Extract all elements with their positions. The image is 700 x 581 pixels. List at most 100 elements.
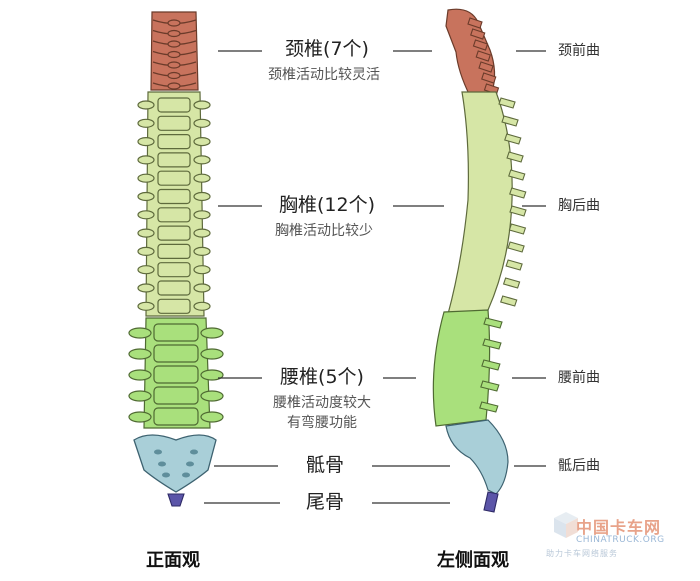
front-sacral-foramen xyxy=(186,461,194,467)
front-sacrum xyxy=(133,434,217,493)
front-thoracic-transverse-left xyxy=(137,283,155,293)
front-thoracic-transverse-right xyxy=(193,210,211,220)
front-lumbar-vertebra xyxy=(153,323,199,342)
front-thoracic-vertebra xyxy=(157,97,191,113)
front-thoracic-transverse-left xyxy=(137,191,155,202)
watermark-slogan: 助力卡车网络服务 xyxy=(546,549,618,558)
front-thoracic-transverse-left xyxy=(137,265,155,275)
front-thoracic-transverse-right xyxy=(193,155,211,165)
front-thoracic-transverse-left xyxy=(137,210,155,220)
front-lumbar-transverse-left xyxy=(128,369,152,381)
front-thoracic-transverse-right xyxy=(193,100,211,110)
cervical-curve-label: 颈前曲 xyxy=(558,43,600,59)
front-thoracic-vertebra xyxy=(157,298,191,314)
front-thoracic-transverse-left xyxy=(137,118,155,128)
watermark-cube-icon xyxy=(554,512,578,538)
front-thoracic-transverse-left xyxy=(137,173,155,183)
side-thoracic-spinous-process xyxy=(500,295,518,307)
front-cervical-process xyxy=(167,40,181,48)
side-thoracic-spinous-process xyxy=(508,223,527,235)
front-view-caption: 正面观 xyxy=(146,550,200,571)
side-view-caption: 左侧面观 xyxy=(437,550,509,571)
front-thoracic-vertebra xyxy=(157,152,191,168)
front-lumbar-vertebra xyxy=(153,344,199,363)
front-sacral-foramen xyxy=(182,472,190,478)
sacrum-title: 骶骨 xyxy=(305,454,345,476)
side-thoracic-spinous-process xyxy=(504,133,522,145)
lumbar-curve-label: 腰前曲 xyxy=(558,370,600,386)
cervical-title: 颈椎(7个) xyxy=(285,38,369,60)
front-lumbar-vertebra xyxy=(153,365,199,384)
front-lumbar-transverse-left xyxy=(128,327,152,339)
front-sacral-foramen xyxy=(158,461,166,467)
side-thoracic-spinous-process xyxy=(502,277,521,289)
front-thoracic-transverse-right xyxy=(193,137,211,147)
side-cervical-spinous-process xyxy=(467,17,483,29)
front-lumbar-vertebra xyxy=(153,386,199,405)
lumbar-title: 腰椎(5个) xyxy=(280,366,364,388)
side-cervical-spinous-process xyxy=(472,39,489,51)
front-thoracic-vertebra xyxy=(157,134,191,150)
coccyx-title: 尾骨 xyxy=(305,491,345,513)
front-thoracic-vertebra xyxy=(157,170,191,186)
side-thoracic-spinous-process xyxy=(501,115,519,127)
front-cervical-process xyxy=(167,50,181,59)
front-thoracic-transverse-left xyxy=(137,100,155,110)
side-thoracic-spinous-process xyxy=(507,241,525,253)
front-thoracic-vertebra xyxy=(157,207,191,223)
front-thoracic-transverse-left xyxy=(137,246,155,256)
side-thoracic xyxy=(447,91,513,315)
front-lumbar-transverse-right xyxy=(200,327,224,339)
front-cervical-process xyxy=(167,19,181,27)
front-lumbar-vertebra xyxy=(153,407,199,426)
front-thoracic-vertebra xyxy=(157,243,191,259)
front-thoracic-transverse-right xyxy=(193,173,211,183)
front-thoracic-transverse-left xyxy=(137,228,155,238)
sacral-curve-label: 骶后曲 xyxy=(558,458,600,474)
front-thoracic-transverse-right xyxy=(193,228,211,238)
side-cervical-spinous-process xyxy=(478,61,494,73)
side-spine xyxy=(432,8,527,513)
front-cervical-process xyxy=(167,82,181,90)
front-lumbar-transverse-right xyxy=(200,348,224,360)
side-thoracic-spinous-process xyxy=(508,169,526,181)
front-thoracic-transverse-right xyxy=(193,301,211,311)
front-thoracic-vertebra xyxy=(157,280,191,296)
front-lumbar-transverse-right xyxy=(200,411,224,423)
side-thoracic-spinous-process xyxy=(506,151,524,163)
side-lumbar-spinous-process xyxy=(480,380,500,392)
side-thoracic-spinous-process xyxy=(509,205,527,217)
front-thoracic-vertebra xyxy=(157,225,191,241)
front-thoracic-transverse-right xyxy=(193,118,211,128)
lumbar-description-line2: 有弯腰功能 xyxy=(287,415,357,431)
front-thoracic-vertebra xyxy=(157,115,191,131)
side-thoracic-spinous-process xyxy=(505,259,523,271)
front-sacral-foramen xyxy=(162,472,170,478)
side-thoracic-spinous-process xyxy=(509,187,527,199)
side-coccyx xyxy=(483,491,499,513)
side-cervical-spinous-process xyxy=(470,28,486,40)
side-lumbar-spinous-process xyxy=(481,359,501,371)
front-thoracic-transverse-left xyxy=(137,155,155,165)
front-thoracic-transverse-left xyxy=(137,301,155,311)
side-lumbar-spinous-process xyxy=(482,338,502,350)
cervical-description: 颈椎活动比较灵活 xyxy=(268,67,380,83)
side-cervical-spinous-process xyxy=(475,50,491,62)
front-lumbar-transverse-right xyxy=(200,369,224,381)
front-lumbar-transverse-right xyxy=(200,390,224,402)
lumbar-description-line1: 腰椎活动度较大 xyxy=(273,395,371,411)
front-lumbar-transverse-left xyxy=(128,348,152,360)
front-sacral-foramen xyxy=(190,449,198,455)
front-spine xyxy=(128,11,224,507)
watermark-name: 中国卡车网 xyxy=(576,518,662,537)
front-cervical-process xyxy=(167,61,181,69)
front-thoracic-transverse-right xyxy=(193,265,211,275)
watermark: 中国卡车网 CHINATRUCK.ORG 助力卡车网络服务 xyxy=(538,508,688,560)
front-lumbar-transverse-left xyxy=(128,411,152,423)
side-lumbar-spinous-process xyxy=(479,401,499,413)
front-thoracic-transverse-right xyxy=(193,246,211,256)
front-thoracic-vertebra xyxy=(157,262,191,278)
front-lumbar-transverse-left xyxy=(128,390,152,402)
